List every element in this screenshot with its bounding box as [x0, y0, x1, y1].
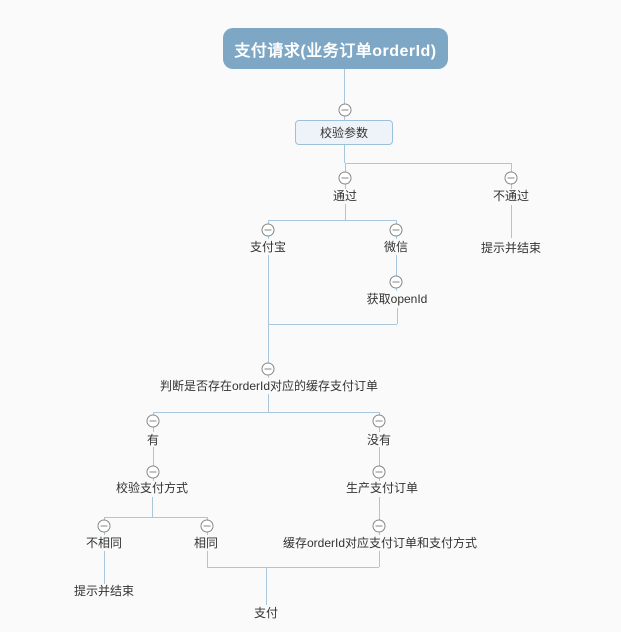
collapse-minus-icon[interactable] — [372, 414, 386, 428]
connector-line — [266, 567, 267, 605]
connector-line — [344, 145, 345, 163]
connector-line — [104, 517, 207, 518]
minus-glyph — [149, 471, 157, 473]
connector-line — [104, 551, 105, 584]
connector-line — [207, 567, 379, 568]
connector-line — [268, 220, 396, 221]
topic-fail-end[interactable]: 提示并结束 — [480, 241, 542, 255]
connector-line — [268, 324, 397, 325]
topic-not-same[interactable]: 不相同 — [85, 536, 123, 550]
minus-glyph — [100, 525, 108, 527]
connector-line — [207, 551, 208, 567]
collapse-minus-icon[interactable] — [372, 465, 386, 479]
collapse-minus-icon[interactable] — [389, 275, 403, 289]
minus-glyph — [149, 420, 157, 422]
topic-cache-order[interactable]: 缓存orderId对应支付订单和支付方式 — [282, 536, 478, 550]
topic-check-params[interactable]: 校验参数 — [295, 120, 393, 145]
connector-line — [511, 205, 512, 238]
minus-glyph — [341, 177, 349, 179]
minus-glyph — [375, 420, 383, 422]
connector-line — [345, 163, 511, 164]
topic-pass[interactable]: 通过 — [332, 189, 358, 203]
root-topic-payment-request[interactable]: 支付请求(业务订单orderId) — [223, 28, 448, 69]
connector-line — [153, 412, 379, 413]
collapse-minus-icon[interactable] — [261, 362, 275, 376]
connector-line — [268, 324, 269, 378]
connector-line — [397, 308, 398, 324]
collapse-minus-icon[interactable] — [372, 519, 386, 533]
minus-glyph — [392, 281, 400, 283]
connector-line — [344, 69, 345, 120]
connector-line — [379, 551, 380, 567]
collapse-minus-icon[interactable] — [146, 414, 160, 428]
topic-alipay[interactable]: 支付宝 — [249, 240, 287, 254]
collapse-minus-icon[interactable] — [338, 171, 352, 185]
connector-line — [268, 394, 269, 412]
topic-not-same-end[interactable]: 提示并结束 — [73, 584, 135, 598]
topic-verify-pay-method[interactable]: 校验支付方式 — [115, 481, 189, 495]
connector-line — [345, 204, 346, 220]
minus-glyph — [375, 471, 383, 473]
minus-glyph — [264, 229, 272, 231]
minus-glyph — [392, 229, 400, 231]
topic-fail[interactable]: 不通过 — [492, 189, 530, 203]
minus-glyph — [375, 525, 383, 527]
connector-line — [379, 447, 380, 481]
collapse-minus-icon[interactable] — [146, 465, 160, 479]
topic-has[interactable]: 有 — [146, 433, 160, 447]
minus-glyph — [507, 177, 515, 179]
collapse-minus-icon[interactable] — [338, 103, 352, 117]
collapse-minus-icon[interactable] — [389, 223, 403, 237]
connector-line — [153, 447, 154, 481]
minus-glyph — [203, 525, 211, 527]
connector-line — [152, 497, 153, 517]
topic-same[interactable]: 相同 — [193, 536, 219, 550]
topic-judge-cache[interactable]: 判断是否存在orderId对应的缓存支付订单 — [159, 379, 379, 393]
collapse-minus-icon[interactable] — [97, 519, 111, 533]
topic-has-not[interactable]: 没有 — [366, 433, 392, 447]
minus-glyph — [341, 109, 349, 111]
collapse-minus-icon[interactable] — [261, 223, 275, 237]
collapse-minus-icon[interactable] — [200, 519, 214, 533]
connector-line — [268, 255, 269, 324]
connector-line — [379, 497, 380, 535]
topic-pay[interactable]: 支付 — [253, 606, 279, 620]
minus-glyph — [264, 368, 272, 370]
topic-create-pay-order[interactable]: 生产支付订单 — [345, 481, 419, 495]
collapse-minus-icon[interactable] — [504, 171, 518, 185]
topic-wechat[interactable]: 微信 — [383, 240, 409, 254]
topic-get-openid[interactable]: 获取openId — [366, 292, 428, 306]
connector-line — [396, 255, 397, 291]
